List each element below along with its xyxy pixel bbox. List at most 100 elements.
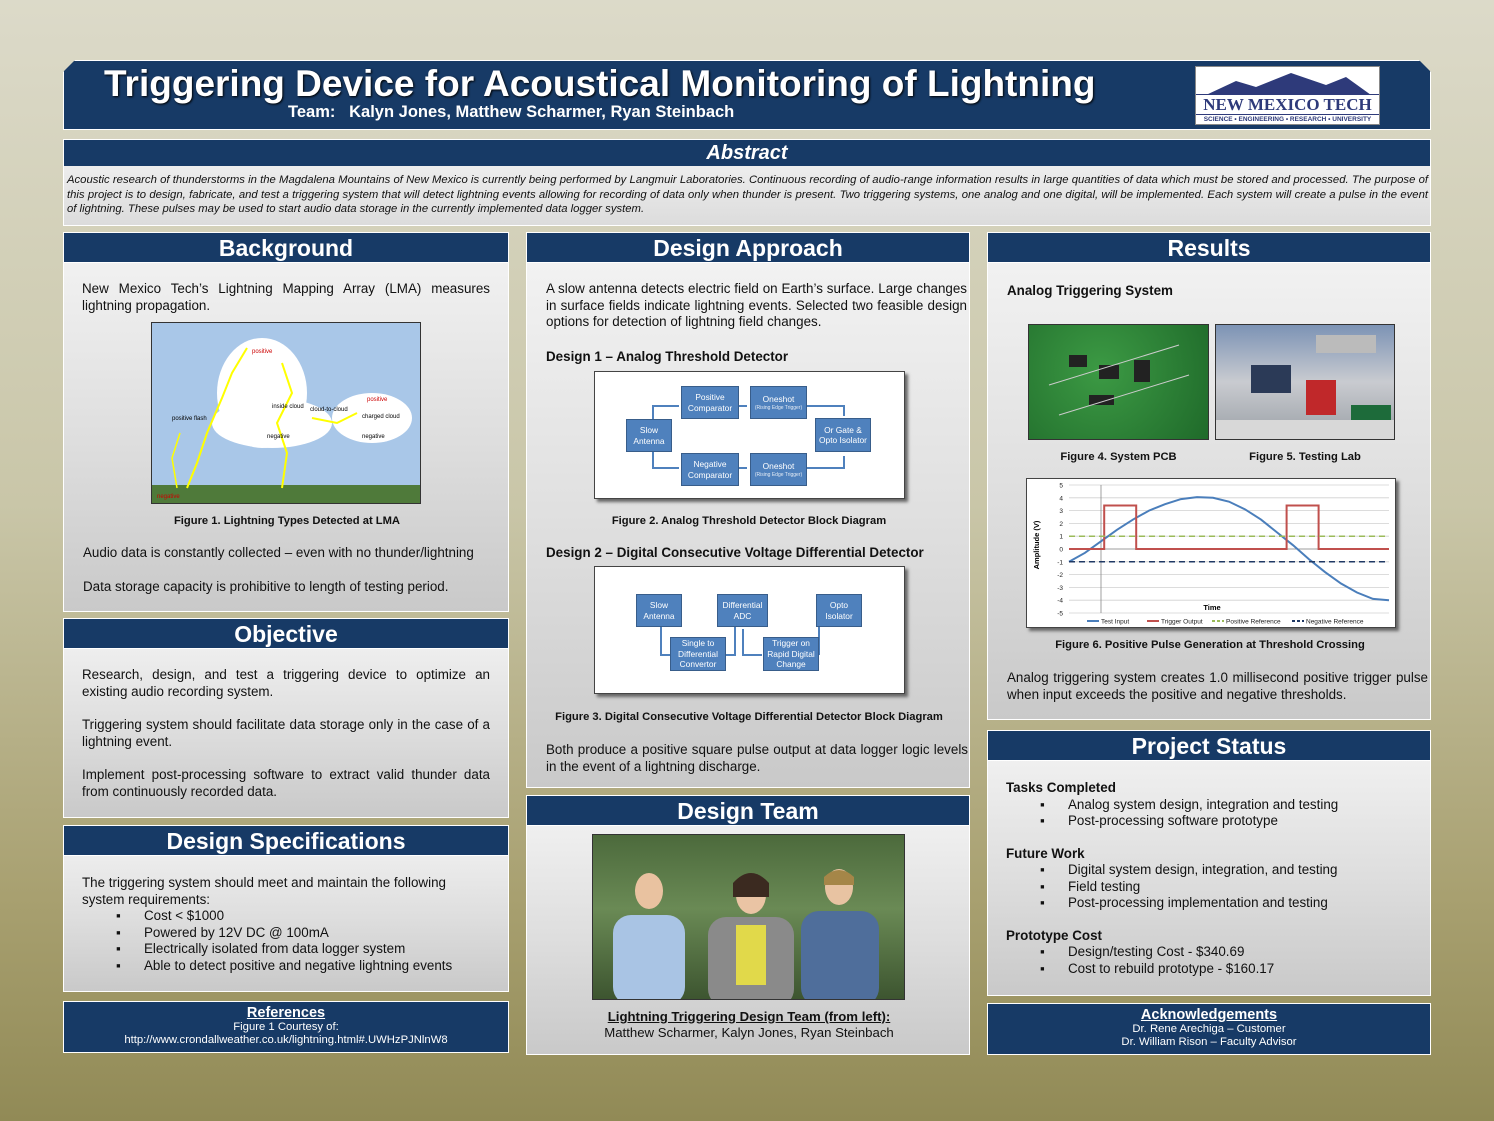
list-item: Cost to rebuild prototype - $160.17 — [1040, 961, 1412, 978]
team-caption-names: Matthew Scharmer, Kalyn Jones, Ryan Stei… — [604, 1025, 894, 1040]
oneshot-block: Oneshot(Rising Edge Trigger) — [750, 386, 807, 419]
single-to-differential-block: Single to Differential Convertor — [670, 637, 726, 671]
differential-adc-block: Differential ADC — [717, 594, 768, 627]
positive-comparator-block: Positive Comparator — [681, 386, 739, 419]
background-p2: Audio data is constantly collected – eve… — [83, 545, 474, 560]
references-link[interactable]: http://www.crondallweather.co.uk/lightni… — [124, 1034, 448, 1046]
fig1-caption: Figure 1. Lightning Types Detected at LM… — [173, 515, 401, 527]
abstract-text: Acoustic research of thunderstorms in th… — [67, 174, 1428, 216]
team-line: Team: Kalyn Jones, Matthew Scharmer, Rya… — [288, 103, 735, 121]
list-item: Analog system design, integration and te… — [1040, 797, 1412, 814]
objective-p3: Implement post-processing software to ex… — [82, 767, 490, 799]
y-tick-label: 5 — [1059, 483, 1063, 490]
list-item: Electrically isolated from data logger s… — [116, 941, 490, 958]
y-tick-label: -4 — [1057, 598, 1063, 605]
references-heading: References — [246, 1005, 326, 1021]
results-heading: Results — [988, 233, 1430, 263]
svg-text:inside cloud: inside cloud — [272, 404, 304, 410]
team-caption-title: Lightning Triggering Design Team (from l… — [607, 1009, 891, 1024]
y-axis-label: Amplitude (V) — [1032, 520, 1041, 569]
results-p1: Analog triggering system creates 1.0 mil… — [1007, 670, 1428, 702]
y-tick-label: -5 — [1057, 611, 1063, 618]
team-heading: Design Team — [527, 796, 969, 826]
approach-p1: A slow antenna detects electric field on… — [546, 281, 967, 329]
list-item: Powered by 12V DC @ 100mA — [116, 925, 490, 942]
results-subtitle: Analog Triggering System — [1007, 283, 1173, 298]
fig6-caption: Figure 6. Positive Pulse Generation at T… — [1055, 639, 1365, 651]
pcb-photo — [1028, 324, 1209, 440]
future-list: Digital system design, integration, and … — [1040, 862, 1412, 912]
mountain-icon — [1206, 73, 1371, 95]
background-p3: Data storage capacity is prohibitive to … — [83, 579, 449, 594]
design2-diagram: Slow Antenna Single to Differential Conv… — [594, 566, 905, 694]
list-item: Post-processing software prototype — [1040, 813, 1412, 830]
svg-text:cloud-to-cloud: cloud-to-cloud — [310, 407, 348, 413]
tasks-list: Analog system design, integration and te… — [1040, 797, 1412, 830]
fig5-caption: Figure 5. Testing Lab — [1249, 451, 1361, 463]
lightning-figure: positive inside cloud cloud-to-cloud pos… — [151, 322, 421, 504]
specs-heading: Design Specifications — [64, 826, 508, 856]
ack-line2: Dr. William Rison – Faculty Advisor — [1121, 1036, 1297, 1048]
objective-p2: Triggering system should facilitate data… — [82, 717, 490, 749]
slow-antenna-block: Slow Antenna — [636, 594, 682, 627]
design1-diagram: Slow Antenna Positive Comparator Negativ… — [594, 371, 905, 499]
fig3-caption: Figure 3. Digital Consecutive Voltage Di… — [555, 711, 943, 723]
svg-text:negative: negative — [267, 434, 290, 440]
or-gate-block: Or Gate & Opto Isolator — [815, 418, 871, 452]
svg-text:negative: negative — [362, 434, 385, 440]
specs-list: Cost < $1000 Powered by 12V DC @ 100mA E… — [116, 908, 490, 974]
list-item: Able to detect positive and negative lig… — [116, 958, 490, 975]
y-tick-label: 4 — [1059, 495, 1063, 502]
tasks-title: Tasks Completed — [1006, 780, 1116, 795]
y-tick-label: -2 — [1057, 572, 1063, 579]
logo-tagline: SCIENCE • ENGINEERING • RESEARCH • UNIVE… — [1196, 114, 1379, 123]
background-p1: New Mexico Tech’s Lightning Mapping Arra… — [82, 281, 490, 313]
list-item: Post-processing implementation and testi… — [1040, 895, 1412, 912]
list-item: Cost < $1000 — [116, 908, 490, 925]
background-panel: Background New Mexico Tech’s Lightning M… — [63, 232, 509, 612]
oneshot-block: Oneshot(Rising Edge Trigger) — [750, 453, 807, 486]
svg-text:negative: negative — [157, 494, 180, 500]
svg-text:charged cloud: charged cloud — [362, 414, 400, 420]
approach-heading: Design Approach — [527, 233, 969, 263]
specs-intro: The triggering system should meet and ma… — [82, 875, 446, 907]
series-line-trigger-output — [1069, 504, 1389, 550]
ack-heading: Acknowledgements — [1140, 1007, 1278, 1023]
background-heading: Background — [64, 233, 508, 263]
y-tick-label: -1 — [1057, 559, 1063, 566]
fig4-caption: Figure 4. System PCB — [1060, 451, 1177, 463]
references-box: References Figure 1 Courtesy of: http://… — [63, 1001, 509, 1053]
objective-heading: Objective — [64, 619, 508, 649]
legend-entry: Trigger Output — [1161, 619, 1203, 626]
series-line-test-input — [1068, 496, 1390, 602]
y-tick-label: 3 — [1059, 508, 1063, 515]
y-tick-label: 1 — [1059, 534, 1063, 541]
ack-line1: Dr. Rene Arechiga – Customer — [1132, 1023, 1286, 1035]
svg-text:positive: positive — [367, 397, 388, 403]
team-panel: Design Team Lightning Triggering Design … — [526, 795, 970, 1055]
team-photo — [592, 834, 905, 1000]
status-panel: Project Status Tasks Completed Analog sy… — [987, 730, 1431, 996]
references-line1: Figure 1 Courtesy of: — [233, 1021, 339, 1033]
ack-box: Acknowledgements Dr. Rene Arechiga – Cus… — [987, 1003, 1431, 1055]
svg-text:positive: positive — [252, 349, 273, 355]
cost-title: Prototype Cost — [1006, 927, 1102, 943]
legend-entry: Negative Reference — [1306, 619, 1364, 626]
lab-photo — [1215, 324, 1395, 440]
y-tick-label: 0 — [1059, 547, 1063, 554]
y-tick-label: -3 — [1057, 585, 1063, 592]
cost-list: Design/testing Cost - $340.69 Cost to re… — [1040, 944, 1412, 977]
list-item: Design/testing Cost - $340.69 — [1040, 944, 1412, 961]
objective-panel: Objective Research, design, and test a t… — [63, 618, 509, 818]
y-tick-label: 2 — [1059, 521, 1063, 528]
specs-panel: Design Specifications The triggering sys… — [63, 825, 509, 992]
approach-panel: Design Approach A slow antenna detects e… — [526, 232, 970, 788]
slow-antenna-block: Slow Antenna — [626, 419, 672, 452]
trigger-block: Trigger on Rapid Digital Change — [763, 637, 819, 671]
logo-name: NEW MEXICO TECH — [1196, 94, 1379, 115]
fig2-caption: Figure 2. Analog Threshold Detector Bloc… — [611, 515, 887, 527]
status-heading: Project Status — [988, 731, 1430, 761]
poster-title: Triggering Device for Acoustical Monitor… — [104, 63, 1096, 104]
